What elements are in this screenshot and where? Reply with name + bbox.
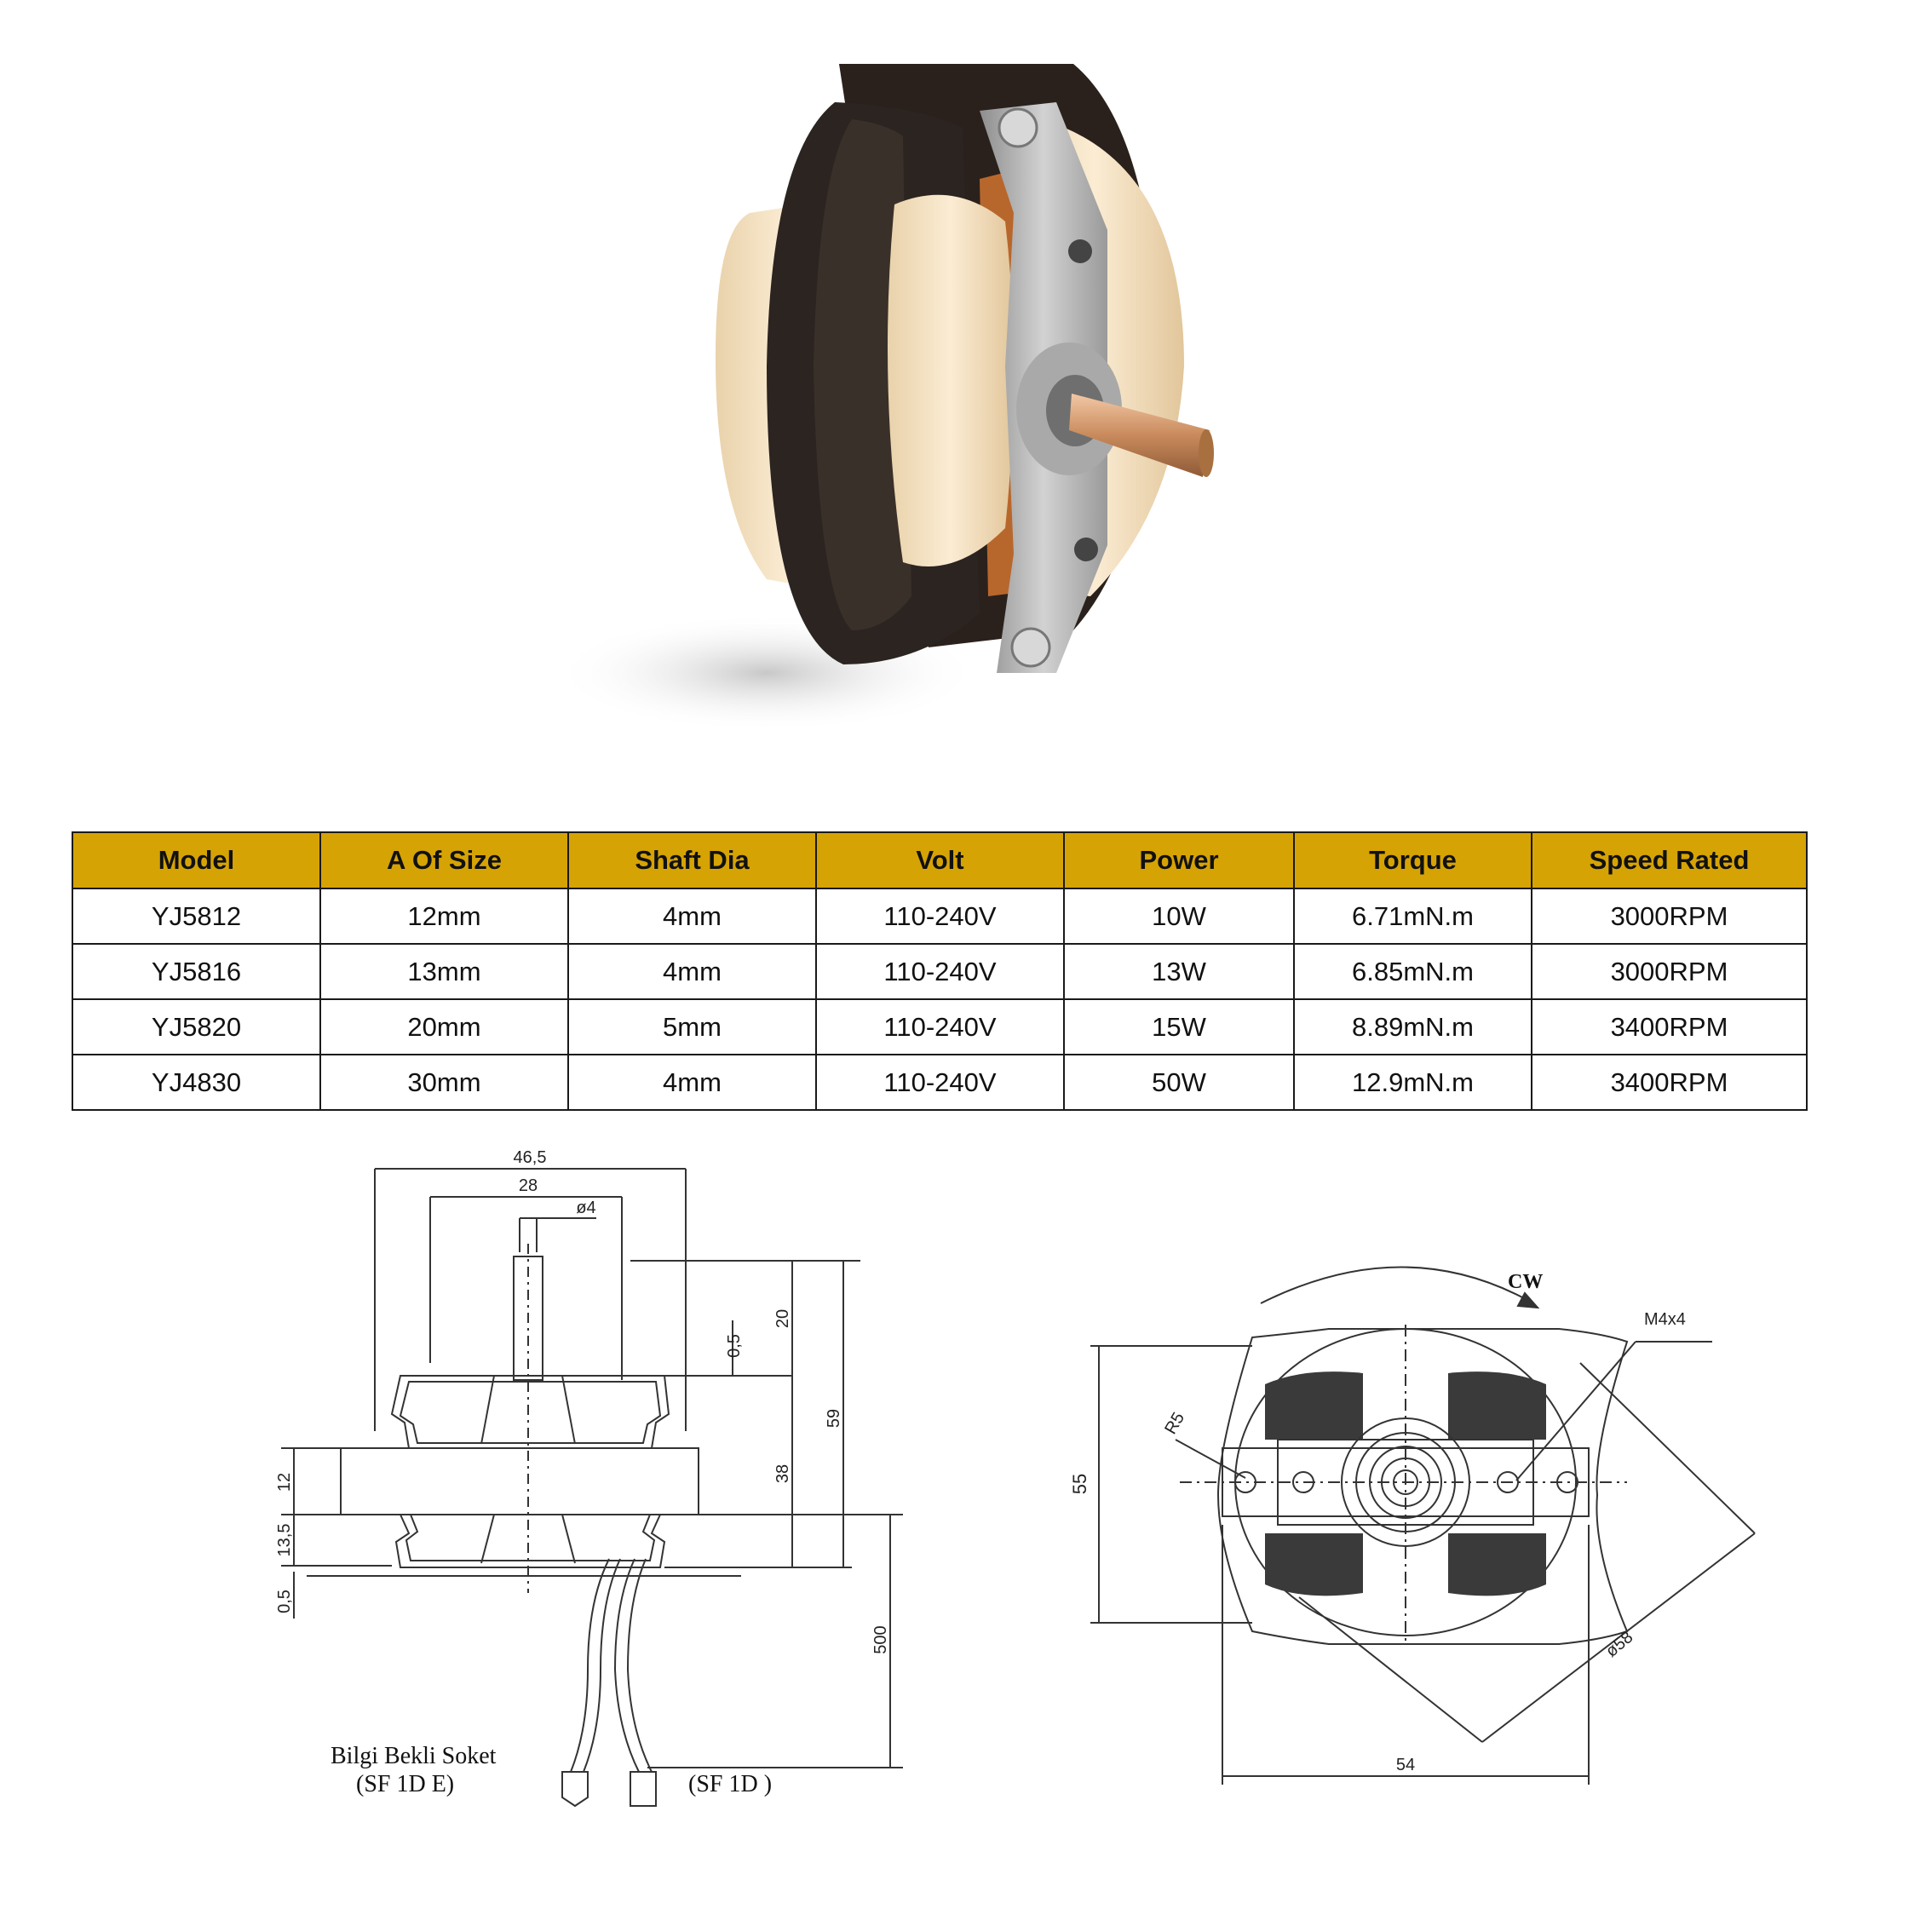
socket-label: Bilgi Bekli Soket: [331, 1743, 497, 1769]
table-cell: 5mm: [567, 998, 817, 1055]
col-header-size: A Of Size: [319, 831, 569, 889]
col-header-power: Power: [1063, 831, 1295, 889]
table-cell: 4mm: [567, 1054, 817, 1111]
col-header-model: Model: [72, 831, 321, 889]
rotation-label: CW: [1508, 1271, 1543, 1293]
dim-label-diagonal: ø58: [1602, 1628, 1637, 1661]
table-cell: 6.71mN.m: [1293, 888, 1532, 945]
spec-table: Model A Of Size Shaft Dia Volt Power Tor…: [72, 831, 1808, 1111]
col-header-volt: Volt: [815, 831, 1065, 889]
table-cell: 20mm: [319, 998, 569, 1055]
col-header-speed: Speed Rated: [1531, 831, 1808, 889]
bracket-hole-top: [1068, 239, 1092, 263]
table-cell: 8.89mN.m: [1293, 998, 1532, 1055]
table-row: YJ4830 30mm 4mm 110-240V 50W 12.9mN.m 34…: [72, 1054, 1808, 1111]
socket-code-right: (SF 1D ): [688, 1771, 772, 1797]
table-cell: 3400RPM: [1531, 998, 1808, 1055]
core-highlight: [814, 119, 911, 630]
dim-label-front-width: 54: [1396, 1756, 1415, 1774]
table-header-row: Model A Of Size Shaft Dia Volt Power Tor…: [72, 831, 1808, 889]
table-cell: 4mm: [567, 888, 817, 945]
table-cell: YJ5812: [72, 888, 321, 945]
motor-shaft: [1069, 394, 1210, 477]
col-header-torque: Torque: [1293, 831, 1532, 889]
bracket-hole-bottom: [1074, 538, 1098, 561]
table-cell: 15W: [1063, 998, 1295, 1055]
dim-label-width: 46,5: [514, 1148, 547, 1167]
table-cell: 6.85mN.m: [1293, 943, 1532, 1000]
table-row: YJ5816 13mm 4mm 110-240V 13W 6.85mN.m 30…: [72, 943, 1808, 1000]
table-cell: 110-240V: [815, 888, 1065, 945]
table-cell: 110-240V: [815, 998, 1065, 1055]
shaft-end: [1199, 429, 1214, 477]
dim-label-stack: 12: [275, 1473, 294, 1492]
table-cell: 50W: [1063, 1054, 1295, 1111]
table-cell: 30mm: [319, 1054, 569, 1111]
screw-top: [998, 107, 1038, 148]
table-cell: 3000RPM: [1531, 888, 1808, 945]
dim-label-front-height: 55: [1069, 1474, 1090, 1494]
table-cell: YJ4830: [72, 1054, 321, 1111]
dim-label-wire: 500: [871, 1625, 890, 1653]
radius-label: R5: [1161, 1409, 1188, 1437]
dim-label-gap-top: 0,5: [725, 1334, 744, 1358]
dim-label-gap-bottom: 0,5: [275, 1590, 294, 1613]
dim-label-shaft-len: 20: [773, 1309, 792, 1328]
table-cell: 110-240V: [815, 1054, 1065, 1111]
dim-label-body-height: 38: [773, 1464, 792, 1483]
front-bobbin: [888, 194, 1014, 566]
table-cell: 3400RPM: [1531, 1054, 1808, 1111]
table-cell: 3000RPM: [1531, 943, 1808, 1000]
table-cell: 12mm: [319, 888, 569, 945]
motor-photo: [554, 64, 1214, 733]
table-cell: 110-240V: [815, 943, 1065, 1000]
socket-code-left: (SF 1D E): [356, 1771, 454, 1797]
col-header-shaft-dia: Shaft Dia: [567, 831, 817, 889]
dim-label-inner: 28: [519, 1176, 538, 1195]
table-cell: 4mm: [567, 943, 817, 1000]
table-cell: 13W: [1063, 943, 1295, 1000]
table-cell: YJ5820: [72, 998, 321, 1055]
technical-drawing: 46,5 28 ø4 0,5 20 59 38 12 13,5 0,5 500 …: [275, 1148, 1756, 1808]
table-row: YJ5820 20mm 5mm 110-240V 15W 8.89mN.m 34…: [72, 998, 1808, 1055]
dim-label-total-height: 59: [825, 1409, 843, 1428]
table-cell: 12.9mN.m: [1293, 1054, 1532, 1111]
dim-label-lower: 13,5: [275, 1524, 294, 1557]
table-cell: 13mm: [319, 943, 569, 1000]
screw-label: M4x4: [1644, 1310, 1686, 1329]
table-row: YJ5812 12mm 4mm 110-240V 10W 6.71mN.m 30…: [72, 888, 1808, 945]
dim-label-shaft-dia: ø4: [576, 1199, 595, 1217]
table-cell: 10W: [1063, 888, 1295, 945]
screw-bottom: [1010, 627, 1051, 668]
table-cell: YJ5816: [72, 943, 321, 1000]
